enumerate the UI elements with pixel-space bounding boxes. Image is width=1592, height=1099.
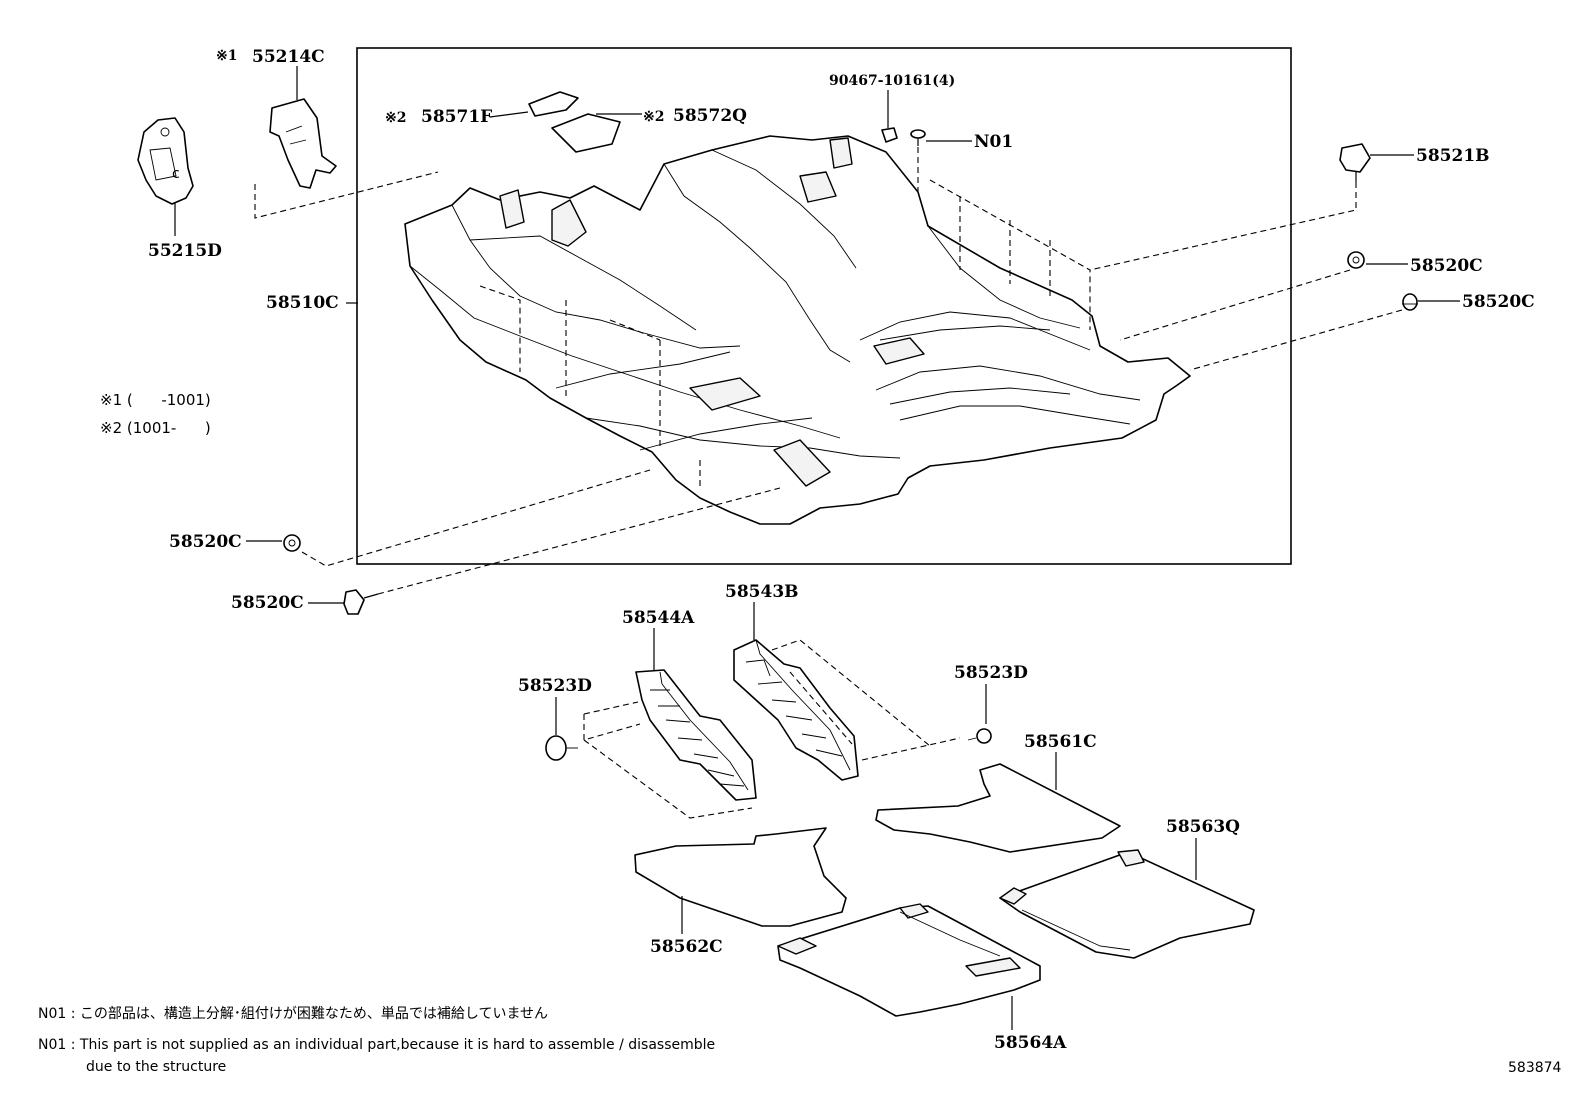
clip-58523D-left-icon[interactable]: [545, 735, 578, 761]
label-58564A[interactable]: 58564A: [994, 1033, 1067, 1053]
label-58521B[interactable]: 58521B: [1416, 146, 1490, 166]
label-90467-10161[interactable]: 90467-10161(4): [829, 73, 955, 89]
label-58561C[interactable]: 58561C: [1024, 732, 1097, 752]
note-en-line-2: due to the structure: [86, 1059, 226, 1075]
clip-58523D-right-icon[interactable]: [967, 728, 992, 744]
label-58520C-left-2[interactable]: 58520C: [231, 593, 304, 613]
part-55214C-drawing[interactable]: [269, 98, 337, 189]
label-58520C-right-1[interactable]: 58520C: [1410, 256, 1483, 276]
label-55215D[interactable]: 55215D: [148, 241, 222, 261]
note-en-line-1: N01 : This part is not supplied as an in…: [38, 1037, 715, 1053]
legend-line-2: ※2 (1001- ): [100, 419, 211, 437]
part-58510C-floor-carpet[interactable]: [404, 135, 1191, 525]
clip-58520C-left-1-icon[interactable]: [283, 534, 301, 552]
note-jp: N01 : この部品は、構造上分解･組付けが困難なため、単品では補給していません: [38, 1006, 548, 1022]
part-58543B-drawing[interactable]: [733, 639, 859, 781]
diagram-id: 583874: [1508, 1060, 1562, 1076]
clip-58520C-right-2-icon[interactable]: [1402, 293, 1418, 311]
part-58562C-floor-mat[interactable]: [634, 827, 847, 927]
label-58523D-left[interactable]: 58523D: [518, 676, 592, 696]
clip-58520C-left-2-icon[interactable]: [343, 589, 379, 615]
clip-58520C-right-1-icon[interactable]: [1347, 251, 1365, 269]
label-58571F-note: ※2: [385, 110, 406, 126]
label-55214C[interactable]: 55214C: [252, 47, 325, 67]
part-58544A-drawing[interactable]: [635, 669, 757, 801]
svg-text:c: c: [172, 166, 180, 182]
label-58562C[interactable]: 58562C: [650, 937, 723, 957]
part-58561C-floor-mat[interactable]: [875, 763, 1121, 853]
clip-58521B-icon[interactable]: [1339, 143, 1371, 182]
label-58571F[interactable]: 58571F: [421, 107, 492, 127]
label-55214C-note: ※1: [216, 48, 237, 64]
label-58563Q[interactable]: 58563Q: [1166, 817, 1240, 837]
label-N01[interactable]: N01: [974, 132, 1013, 152]
part-58572Q-drawing[interactable]: [551, 113, 621, 153]
label-58544A[interactable]: 58544A: [622, 608, 695, 628]
label-58520C-right-2[interactable]: 58520C: [1462, 292, 1535, 312]
part-55215D-drawing[interactable]: c: [137, 117, 194, 205]
carpet-frame: [356, 47, 1292, 565]
label-58523D-right[interactable]: 58523D: [954, 663, 1028, 683]
label-58543B[interactable]: 58543B: [725, 582, 799, 602]
clip-90467-icon[interactable]: [881, 127, 898, 143]
label-58572Q[interactable]: 58572Q: [673, 106, 747, 126]
label-58520C-left-1[interactable]: 58520C: [169, 532, 242, 552]
part-58564A-floor-mat[interactable]: [777, 903, 1041, 1017]
part-58563Q-floor-mat[interactable]: [999, 849, 1255, 959]
clip-N01-icon[interactable]: [910, 129, 926, 146]
label-58572Q-note: ※2: [643, 109, 664, 125]
label-58510C[interactable]: 58510C: [266, 293, 339, 313]
legend-line-1: ※1 ( -1001): [100, 391, 211, 409]
part-58571F-drawing[interactable]: [528, 91, 579, 117]
